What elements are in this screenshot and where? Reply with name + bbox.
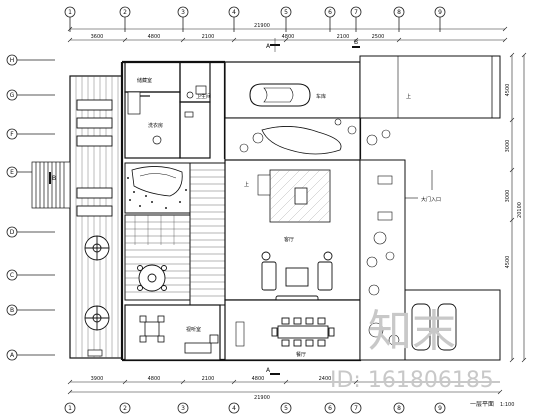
grid-label: 1: [68, 405, 72, 412]
dimension: 2100: [202, 376, 215, 382]
grid-label: A: [10, 352, 15, 359]
dimension: 3600: [91, 34, 104, 40]
fixtures: [127, 85, 207, 145]
grid-label: B: [10, 307, 14, 314]
grid-label: 9: [438, 9, 442, 16]
front-garden: [224, 117, 361, 161]
wood-deck: [69, 75, 123, 359]
room-label-storage: 储藏室: [137, 77, 152, 84]
room-label-study: 视听室: [186, 326, 201, 333]
dimension: 4500: [505, 256, 511, 269]
grid-label: 6: [328, 9, 332, 16]
grid-label: 8: [397, 405, 401, 412]
dining-table-icon: [271, 317, 335, 347]
watermark: 知末 ID: 161806185: [330, 306, 494, 393]
up-label: 上: [244, 181, 249, 188]
side-stairs: [31, 161, 71, 209]
dimension: 2500: [372, 34, 385, 40]
car-icon: [411, 303, 457, 351]
room-label-bath: 卫生间: [196, 93, 211, 100]
round-table-icon: [84, 235, 110, 331]
dimension: 3000: [505, 140, 511, 153]
garage: 车库: [224, 61, 361, 119]
grid-label: 2: [123, 9, 127, 16]
grid-label: 7: [354, 9, 358, 16]
grid-label: 5: [284, 405, 288, 412]
dimension: 4800: [148, 376, 161, 382]
dimension-total-bottom: 21900: [254, 395, 270, 401]
svg-text:B: B: [354, 39, 358, 46]
grid-label: 1: [68, 9, 72, 16]
watermark-id: ID: 161806185: [330, 368, 494, 393]
grid-label: C: [10, 272, 14, 279]
car-icon: [249, 83, 311, 107]
top-grid-axis: [64, 6, 446, 32]
dimension: 2100: [337, 34, 350, 40]
grid-label: G: [10, 92, 15, 99]
section-marker-a-top: A: [266, 38, 280, 52]
svg-text:A: A: [266, 367, 271, 374]
grid-label: 6: [328, 405, 332, 412]
section-marker-b-top: B: [352, 39, 360, 48]
grid-label: E: [10, 169, 14, 176]
dimension: 3000: [505, 190, 511, 203]
room-label-wash: 洗衣房: [148, 122, 163, 129]
service-rooms: [124, 61, 211, 159]
dimension: 4500: [505, 84, 511, 97]
watermark-brand: 知末: [368, 306, 456, 357]
grid-label: 2: [123, 405, 127, 412]
svg-text:A: A: [266, 43, 271, 50]
title-text: 一层平面: [470, 401, 494, 408]
dining-room: 餐厅: [224, 299, 361, 361]
grid-label: 3: [181, 9, 185, 16]
room-label-living: 客厅: [284, 236, 294, 243]
left-grid-axis: [6, 54, 55, 361]
up-label: 上: [406, 93, 411, 100]
living-room: 上 客厅: [224, 159, 361, 305]
svg-text:B: B: [52, 175, 56, 182]
east-garden: 大门入口: [359, 129, 441, 361]
corridor-deck: [189, 162, 226, 306]
drawing-title: 一层平面 1:100: [470, 401, 514, 408]
bottom-grid-axis: [64, 402, 446, 414]
dimension-total-top: 21900: [254, 23, 270, 29]
grid-label: 8: [397, 9, 401, 16]
parking-area: [404, 289, 501, 361]
grid-label: 9: [438, 405, 442, 412]
paved-courtyard: [124, 214, 191, 301]
dimension: 2100: [202, 34, 215, 40]
dimension: 3900: [91, 376, 104, 382]
grid-label: 7: [354, 405, 358, 412]
grid-label: 3: [181, 405, 185, 412]
grid-label: 5: [284, 9, 288, 16]
dimension: 4800: [148, 34, 161, 40]
inner-courtyard: [124, 162, 191, 214]
top-dimension-lines: [67, 26, 508, 43]
round-table-icon: [137, 264, 167, 292]
grid-label: D: [10, 229, 15, 236]
grid-label: H: [10, 57, 15, 64]
grid-label: 4: [232, 9, 236, 16]
dimension: 4800: [282, 34, 295, 40]
room-label-dining: 餐厅: [296, 351, 306, 358]
room-label-garage: 车库: [316, 93, 326, 100]
grid-label: F: [10, 131, 14, 138]
section-marker-b-side: B: [49, 172, 56, 184]
entrance-label: 大门入口: [421, 196, 441, 203]
right-dimension-lines: [509, 52, 527, 363]
dimension-total-right: 20100: [517, 202, 523, 218]
dimension: 2400: [319, 376, 332, 382]
dimension: 4800: [252, 376, 265, 382]
driveway: 上: [359, 55, 501, 119]
study-room: 视听室: [124, 304, 221, 361]
grid-label: 4: [232, 405, 236, 412]
scale-text: 1:100: [500, 402, 514, 408]
bottom-dimension-lines: [67, 379, 503, 395]
section-marker-a-bottom: A: [266, 367, 280, 375]
